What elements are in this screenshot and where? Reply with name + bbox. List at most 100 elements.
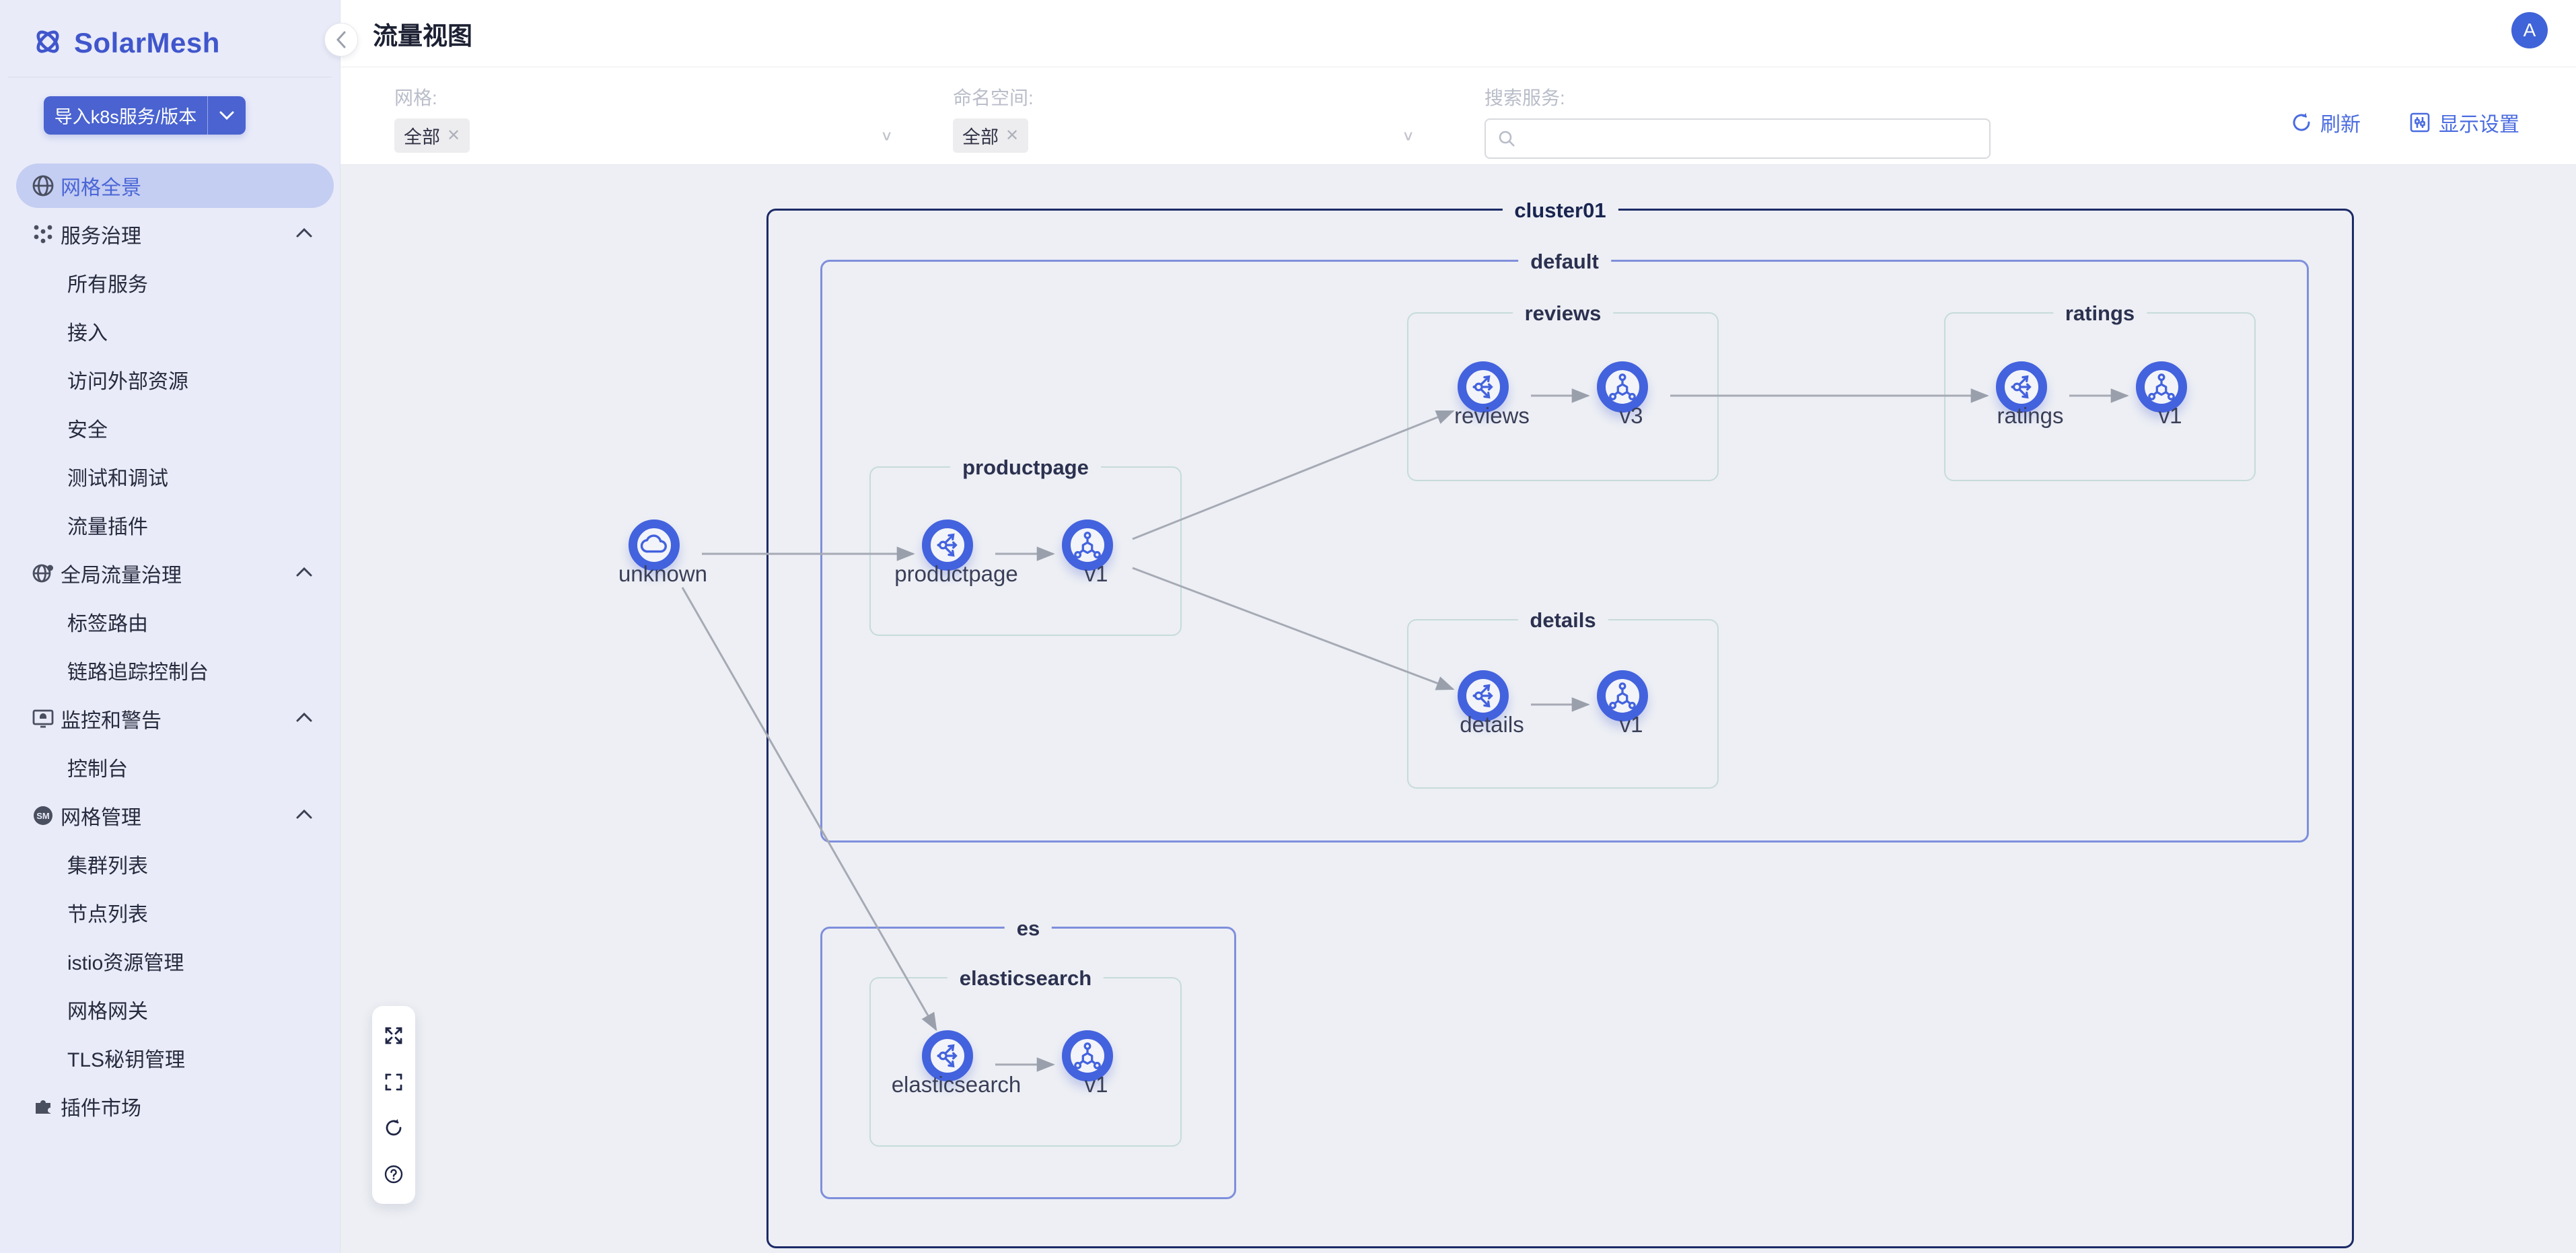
namespace-selected-tag[interactable]: 全部 ✕ xyxy=(953,118,1029,153)
reload-graph-button[interactable] xyxy=(379,1113,408,1143)
fullscreen-icon xyxy=(385,1073,402,1091)
node-elasticsearch-v1[interactable] xyxy=(1062,1030,1113,1081)
node-label-productpage: productpage xyxy=(894,561,1018,586)
search-service-input[interactable] xyxy=(1517,120,1989,157)
chevron-down-icon[interactable]: ∨ xyxy=(1402,127,1415,144)
monitor-bell-icon xyxy=(30,705,57,732)
node-details-v1[interactable] xyxy=(1597,670,1648,721)
svg-text:SM: SM xyxy=(36,811,50,821)
mesh-filter-label: 网格: xyxy=(394,87,437,108)
chevron-up-icon[interactable] xyxy=(296,809,312,822)
workload-icon xyxy=(1074,532,1101,559)
app-group-label: productpage xyxy=(950,456,1101,480)
sidebar-item-mesh-gateway[interactable]: 网格网关 xyxy=(67,1001,148,1023)
node-label-unknown: unknown xyxy=(618,561,708,586)
app-group-label: elasticsearch xyxy=(947,966,1104,991)
workload-icon xyxy=(1609,373,1636,400)
solarmesh-logo-icon xyxy=(32,26,63,61)
chevron-up-icon[interactable] xyxy=(296,567,312,580)
cluster-label: cluster01 xyxy=(1502,199,1618,223)
tag-close-icon[interactable]: ✕ xyxy=(447,127,461,145)
service-mesh-dots-icon xyxy=(30,221,57,248)
route-icon xyxy=(2011,375,2032,399)
node-label-reviews: reviews xyxy=(1454,403,1530,428)
display-settings-button[interactable]: 显示设置 xyxy=(2409,108,2519,137)
namespace-select[interactable]: 全部 ✕ ∨ xyxy=(953,118,1415,153)
sidebar-item-mesh-management[interactable]: SM 网格管理 xyxy=(0,791,341,840)
node-label-details: details xyxy=(1460,712,1524,737)
sidebar-item-cluster-list[interactable]: 集群列表 xyxy=(67,855,148,878)
search-filter-label: 搜索服务: xyxy=(1484,87,1565,108)
refresh-button[interactable]: 刷新 xyxy=(2291,108,2361,137)
sidebar-item-monitoring-alerts[interactable]: 监控和警告 xyxy=(0,694,341,743)
node-label-ratings: ratings xyxy=(1997,403,2064,428)
route-icon xyxy=(1472,684,1493,708)
sidebar-item-console[interactable]: 控制台 xyxy=(67,758,128,781)
user-avatar[interactable]: A xyxy=(2511,12,2548,48)
import-k8s-button-label[interactable]: 导入k8s服务/版本 xyxy=(44,96,208,135)
sidebar-item-external-resources[interactable]: 访问外部资源 xyxy=(67,371,188,393)
sidebar-item-label-routing[interactable]: 标签路由 xyxy=(67,613,148,635)
sidebar-item-service-governance[interactable]: 服务治理 xyxy=(0,210,341,258)
header: 流量视图 A xyxy=(341,0,2576,67)
mesh-select[interactable]: 全部 ✕ ∨ xyxy=(394,118,893,153)
workload-icon xyxy=(1074,1042,1101,1069)
refresh-icon xyxy=(2293,113,2310,131)
mesh-selected-tag[interactable]: 全部 ✕ xyxy=(394,118,470,153)
active-item-pill xyxy=(16,164,334,208)
sidebar-item-plugin-market[interactable]: 插件市场 xyxy=(0,1082,341,1131)
route-icon xyxy=(1472,375,1493,399)
sidebar-item-mesh-overview[interactable]: 网格全景 xyxy=(0,162,341,210)
brand-name: SolarMesh xyxy=(74,27,220,59)
sidebar-item-tls-keys[interactable]: TLS秘钥管理 xyxy=(67,1049,186,1071)
fit-view-button[interactable] xyxy=(379,1021,408,1050)
app-group-productpage: productpage xyxy=(869,456,1182,636)
chevron-up-icon[interactable] xyxy=(296,712,312,725)
traffic-graph-canvas[interactable]: cluster01 default reviews ratings produc… xyxy=(341,165,2576,1253)
node-label-v1: v1 xyxy=(2158,403,2182,428)
namespace-box-default: default xyxy=(820,250,2309,843)
namespace-filter-label: 命名空间: xyxy=(953,87,1034,108)
chevron-down-icon[interactable]: ∨ xyxy=(880,127,894,144)
node-label-v3: v3 xyxy=(1619,403,1643,428)
help-button[interactable] xyxy=(379,1159,408,1189)
namespace-label: es xyxy=(1004,917,1052,941)
cloud-icon xyxy=(640,534,667,553)
brand: SolarMesh xyxy=(0,0,340,62)
sidebar-item-test-debug[interactable]: 测试和调试 xyxy=(67,468,168,490)
sidebar-item-all-services[interactable]: 所有服务 xyxy=(67,274,148,296)
traffic-edges xyxy=(681,388,2129,1072)
tag-close-icon[interactable]: ✕ xyxy=(1005,127,1019,145)
filter-actions: 刷新 显示设置 xyxy=(2291,108,2519,137)
route-icon xyxy=(937,533,958,557)
sidebar-item-security[interactable]: 安全 xyxy=(67,419,108,441)
route-icon xyxy=(937,1044,958,1068)
cluster-box-cluster01: cluster01 xyxy=(766,199,2354,1248)
sidebar: SolarMesh 导入k8s服务/版本 网格全景 xyxy=(0,0,341,1253)
sidebar-item-global-traffic[interactable]: 全局流量治理 xyxy=(0,549,341,598)
fullscreen-button[interactable] xyxy=(379,1067,408,1097)
app-group-reviews: reviews xyxy=(1407,301,1719,481)
workload-icon xyxy=(2148,373,2175,400)
search-icon xyxy=(1499,131,1515,147)
filter-bar: 网格: 全部 ✕ ∨ 命名空间: 全部 ✕ ∨ 搜索服务: xyxy=(341,67,2576,165)
search-service-box[interactable] xyxy=(1484,118,1991,159)
sidebar-item-traffic-plugin[interactable]: 流量插件 xyxy=(67,516,148,538)
sidebar-item-istio-resources[interactable]: istio资源管理 xyxy=(67,952,184,974)
import-dropdown-caret[interactable] xyxy=(208,96,246,135)
sidebar-collapse-button[interactable] xyxy=(324,23,358,57)
node-label-v1: v1 xyxy=(1619,712,1643,737)
chevron-up-icon[interactable] xyxy=(296,227,312,241)
sidebar-item-node-list[interactable]: 节点列表 xyxy=(67,904,148,926)
import-k8s-button[interactable]: 导入k8s服务/版本 xyxy=(44,96,246,135)
search-filter: 搜索服务: xyxy=(1484,83,1991,159)
sidebar-item-access[interactable]: 接入 xyxy=(67,322,108,345)
workload-icon xyxy=(1609,682,1636,709)
question-icon xyxy=(384,1165,403,1183)
app-group-label: reviews xyxy=(1512,301,1614,326)
sidebar-item-tracing-console[interactable]: 链路追踪控制台 xyxy=(67,661,209,684)
node-label-elasticsearch: elasticsearch xyxy=(891,1072,1022,1097)
sidebar-menu: 网格全景 服务治理 所有服务 接入 访问外部资源 安全 测试和调试 流量插件 xyxy=(0,162,341,1131)
sliders-icon xyxy=(2410,112,2430,133)
